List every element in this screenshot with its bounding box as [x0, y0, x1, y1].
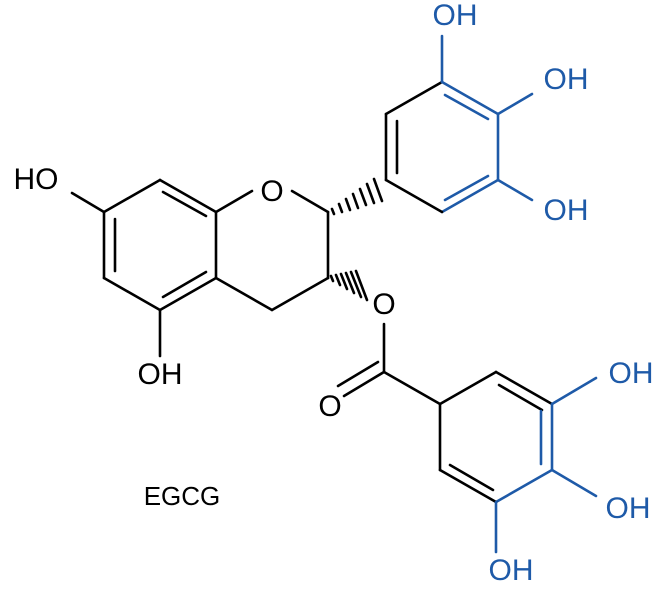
c-ring [214, 189, 330, 312]
bond-c7-oh [70, 191, 106, 214]
molecule-name: EGCG [144, 481, 221, 511]
b-ring-hydroxyl-top: OH [433, 0, 478, 32]
ester-oxygen-label: O [372, 288, 395, 321]
hashed-bond-c3 [329, 269, 369, 302]
ring-oxygen-label: O [260, 175, 283, 208]
galloyl-ring [438, 370, 598, 554]
b-ring-hydroxyl-mid: OH [544, 63, 589, 96]
hashed-bond-c2 [330, 177, 384, 216]
galloyl-hydroxyl-mid: OH [606, 492, 651, 525]
galloyl-hydroxyl-bottom: OH [489, 554, 534, 587]
a-ring-hydroxyl-7: HO [14, 163, 59, 196]
b-ring-hydroxyl-low: OH [544, 194, 589, 227]
a-ring [102, 178, 218, 312]
ester-linkage [336, 322, 442, 406]
a-ring-hydroxyl-5: OH [138, 358, 183, 391]
carbonyl-oxygen-label: O [318, 390, 341, 423]
galloyl-hydroxyl-top: OH [609, 357, 654, 390]
b-ring [384, 34, 534, 214]
